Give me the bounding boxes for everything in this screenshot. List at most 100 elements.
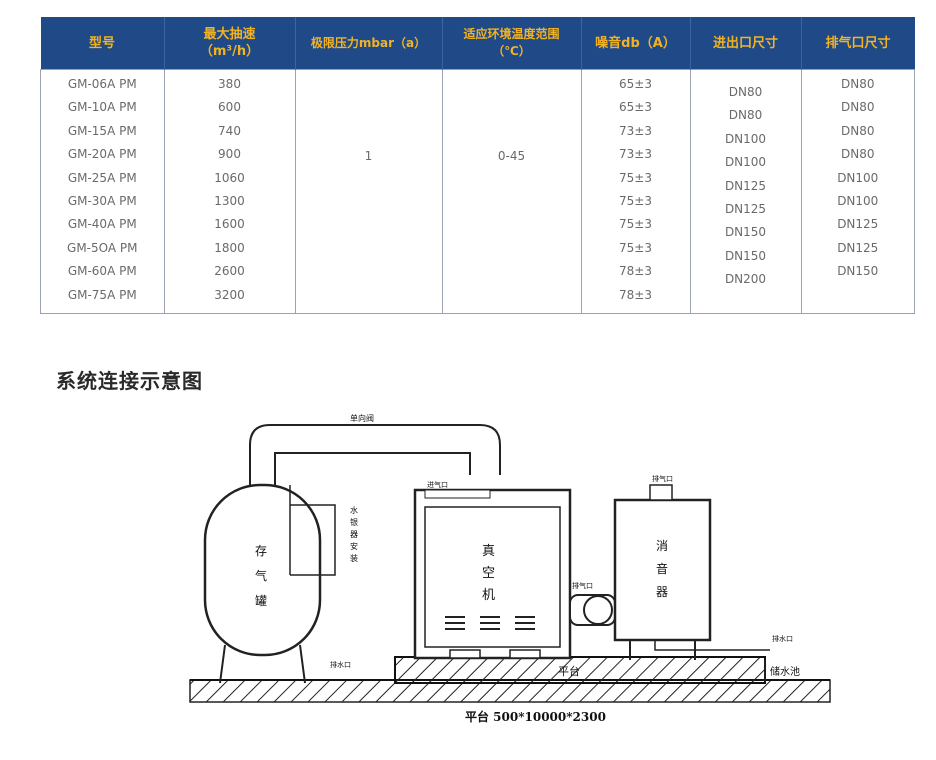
list-item: GM-40A PM — [67, 217, 137, 232]
list-item: GM-15A PM — [67, 123, 137, 138]
drain-label: 储水池 — [770, 665, 800, 678]
list-item: 1800 — [214, 240, 245, 255]
list-item: 75±3 — [619, 217, 652, 232]
header-model: 型号 — [40, 17, 164, 70]
list-item: 380 — [218, 77, 241, 91]
header-speed: 最大抽速（m³/h） — [163, 17, 295, 70]
list-item: 75±3 — [619, 240, 652, 255]
drain-tag-left: 排水口 — [330, 660, 351, 669]
list-item: GM-75A PM — [67, 287, 137, 302]
list-item: DN80 — [841, 100, 875, 115]
list-item: DN100 — [837, 193, 879, 208]
list-item: DN80 — [841, 147, 875, 162]
list-item: GM-20A PM — [67, 147, 137, 162]
list-item: DN80 — [841, 123, 875, 138]
list-item: DN100 — [837, 170, 879, 185]
platform-label: 平台 — [558, 664, 580, 678]
vacuum-label-2: 空 — [482, 566, 495, 581]
system-connection-diagram: 平台 单向阀 存 气 罐 水 银 器 安 装 排水口 进气口 真 空 机 — [189, 413, 831, 724]
list-item: GM-10A PM — [67, 100, 137, 115]
speed-list: 380 600 740 900 1060 1300 1600 1800 2600… — [165, 70, 295, 307]
vacuum-label-1: 真 — [482, 544, 495, 559]
cell-pressure: 1 — [294, 69, 443, 314]
pressure-value: 1 — [364, 149, 373, 163]
list-item: GM-30A PM — [67, 193, 137, 208]
muffler-label-3: 器 — [656, 585, 668, 599]
cell-inlet: DN80 DN80 DN100 DN100 DN125 DN125 DN150 … — [689, 69, 802, 314]
list-item: GM-25A PM — [67, 170, 137, 185]
header-noise: 噪音db（A） — [580, 17, 690, 70]
list-item: DN125 — [724, 178, 767, 193]
list-item: 900 — [218, 147, 241, 162]
list-item: DN125 — [837, 217, 879, 232]
list-item: DN80 — [841, 77, 875, 91]
storage-tank: 存 气 罐 — [203, 483, 322, 684]
list-item: 75±3 — [619, 193, 652, 208]
gauge-label-5: 装 — [350, 553, 358, 563]
list-item: GM-06A PM — [67, 77, 137, 91]
list-item: 1060 — [214, 170, 245, 185]
list-item: 1600 — [214, 217, 245, 232]
list-item: DN150 — [837, 264, 879, 279]
list-item: DN100 — [724, 131, 767, 146]
header-pressure: 极限压力mbar（a） — [294, 17, 442, 70]
inlet-list: DN80 DN80 DN100 DN100 DN125 DN125 DN150 … — [691, 70, 801, 292]
cell-exhaust: DN80 DN80 DN80 DN80 DN100 DN100 DN125 DN… — [800, 69, 915, 314]
connection-pipe — [249, 424, 501, 485]
tank-label-2: 气 — [255, 568, 267, 583]
list-item: DN200 — [724, 272, 767, 287]
list-item: 65±3 — [619, 100, 652, 115]
table-body-row: GM-06A PM GM-10A PM GM-15A PM GM-20A PM … — [40, 69, 915, 314]
drain-pool: 储水池 — [764, 660, 800, 681]
header-temperature: 适应环境温度范围（℃） — [441, 17, 581, 70]
list-item: DN125 — [837, 240, 879, 255]
gauge-label-2: 银 — [350, 517, 358, 527]
list-item: 78±3 — [619, 287, 652, 302]
tank-label-1: 存 — [255, 544, 267, 558]
list-item: DN150 — [724, 225, 767, 240]
exhaust-list: DN80 DN80 DN80 DN80 DN100 DN100 DN125 DN… — [802, 70, 915, 284]
header-inlet: 进出口尺寸 — [689, 17, 801, 70]
list-item: DN125 — [724, 201, 767, 216]
list-item: 73±3 — [619, 147, 652, 162]
header-exhaust: 排气口尺寸 — [800, 17, 915, 70]
section-title: 系统连接示意图 — [56, 369, 203, 393]
spec-table: 型号 最大抽速（m³/h） 极限压力mbar（a） 适应环境温度范围（℃） 噪音… — [40, 17, 915, 314]
spec-table-container: 型号 最大抽速（m³/h） 极限压力mbar（a） 适应环境温度范围（℃） 噪音… — [40, 17, 915, 314]
gauge-label-1: 水 — [350, 505, 358, 515]
platform: 平台 — [394, 656, 766, 684]
noise-list: 65±3 65±3 73±3 73±3 75±3 75±3 75±3 75±3 … — [582, 70, 690, 307]
list-item: 78±3 — [619, 264, 652, 279]
valve-label: 单向阀 — [350, 413, 374, 423]
list-item: DN100 — [724, 155, 767, 170]
mercury-gauge: 水 银 器 安 装 — [290, 504, 358, 576]
list-item: DN80 — [728, 85, 763, 99]
muffler-label-1: 消 — [656, 539, 668, 553]
table-header-row: 型号 最大抽速（m³/h） 极限压力mbar（a） 适应环境温度范围（℃） 噪音… — [40, 17, 915, 70]
vacuum-machine: 进气口 真 空 机 — [413, 480, 572, 660]
list-item: GM-5OA PM — [67, 240, 138, 255]
vacuum-label-3: 机 — [482, 588, 495, 603]
list-item: 73±3 — [619, 123, 652, 138]
inlet-tag: 进气口 — [427, 480, 448, 489]
pump-connector: 排气口 — [569, 581, 616, 626]
list-item: 65±3 — [619, 77, 652, 91]
cell-noise: 65±3 65±3 73±3 73±3 75±3 75±3 75±3 75±3 … — [580, 69, 691, 314]
tank-label-3: 罐 — [255, 594, 267, 608]
cell-speeds: 380 600 740 900 1060 1300 1600 1800 2600… — [163, 69, 296, 314]
model-list: GM-06A PM GM-10A PM GM-15A PM GM-20A PM … — [41, 70, 164, 307]
list-item: 1300 — [214, 193, 245, 208]
drain-tag-right: 排水口 — [772, 634, 793, 643]
muffler: 排气口 消 音 器 排水口 — [613, 474, 793, 660]
platform-spec: 平台 500*10000*2300 — [465, 709, 606, 724]
list-item: 2600 — [214, 264, 245, 279]
list-item: 3200 — [214, 287, 245, 302]
list-item: DN150 — [724, 248, 767, 263]
pump-tag: 排气口 — [572, 581, 593, 590]
gauge-label-4: 安 — [350, 541, 358, 551]
cell-temperature: 0-45 — [441, 69, 582, 314]
list-item: 600 — [218, 100, 241, 115]
list-item: 75±3 — [619, 170, 652, 185]
list-item: GM-60A PM — [67, 264, 137, 279]
temperature-value: 0-45 — [497, 149, 526, 163]
